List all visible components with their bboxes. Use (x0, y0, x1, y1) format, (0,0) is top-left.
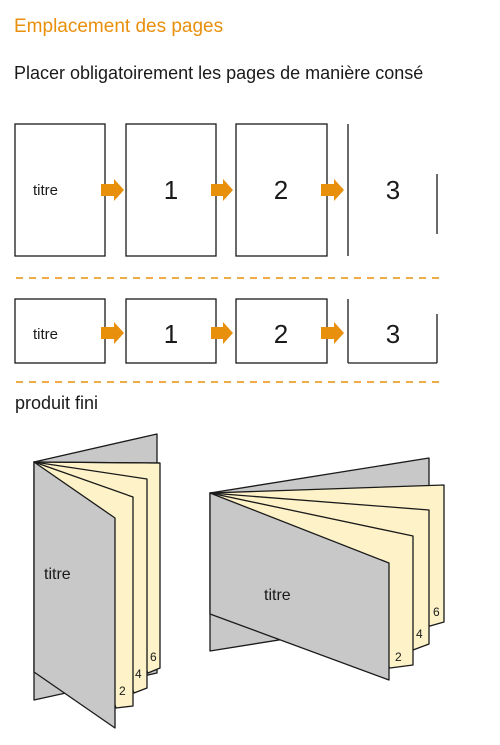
arrow-right-icon (321, 179, 344, 201)
landscape-page-3-number: 3 (386, 319, 400, 349)
arrow-right-icon (211, 322, 233, 344)
landscape-page-3 (347, 298, 438, 364)
portrait-page-3-number: 3 (386, 175, 400, 205)
portrait-booklet-front-cover (33, 461, 116, 729)
portrait-booklet-page-number: 6 (150, 650, 157, 664)
portrait-title-page (14, 123, 106, 257)
portrait-booklet-illustration (33, 433, 161, 729)
arrow-right-icon (321, 322, 344, 344)
arrow-right-icon (211, 179, 233, 201)
landscape-page-1 (125, 298, 217, 364)
landscape-page-2-number: 2 (274, 319, 288, 349)
landscape-title-page (14, 298, 106, 364)
landscape-page-1-number: 1 (164, 319, 178, 349)
landscape-title-page-label: titre (33, 326, 58, 343)
portrait-booklet-page-number: 2 (119, 684, 126, 698)
finished-product-label: produit fini (15, 393, 99, 413)
portrait-title-page-label: titre (33, 182, 58, 199)
landscape-page-2 (235, 298, 328, 364)
portrait-page-sequence: titre 1 2 3 (14, 123, 438, 257)
page-title: Emplacement des pages (14, 16, 224, 37)
portrait-page-3 (347, 123, 438, 257)
landscape-page-sequence: titre 1 2 3 (14, 298, 438, 364)
landscape-booklet-page-number: 4 (416, 627, 423, 641)
portrait-booklet-page-number: 4 (135, 667, 142, 681)
portrait-page-2 (235, 123, 328, 257)
arrow-right-icon (101, 179, 124, 201)
portrait-page-1-number: 1 (164, 175, 178, 205)
portrait-page-1 (125, 123, 217, 257)
landscape-booklet-cover-label: titre (264, 587, 291, 604)
landscape-booklet-page-number: 2 (395, 650, 402, 664)
landscape-booklet-page-number: 6 (433, 605, 440, 619)
instruction-text: Placer obligatoirement les pages de mani… (14, 63, 424, 83)
portrait-page-2-number: 2 (274, 175, 288, 205)
portrait-booklet-cover-label: titre (44, 566, 71, 583)
landscape-booklet-illustration (209, 457, 445, 681)
arrow-right-icon (101, 322, 124, 344)
landscape-booklet-front-cover (209, 492, 390, 681)
